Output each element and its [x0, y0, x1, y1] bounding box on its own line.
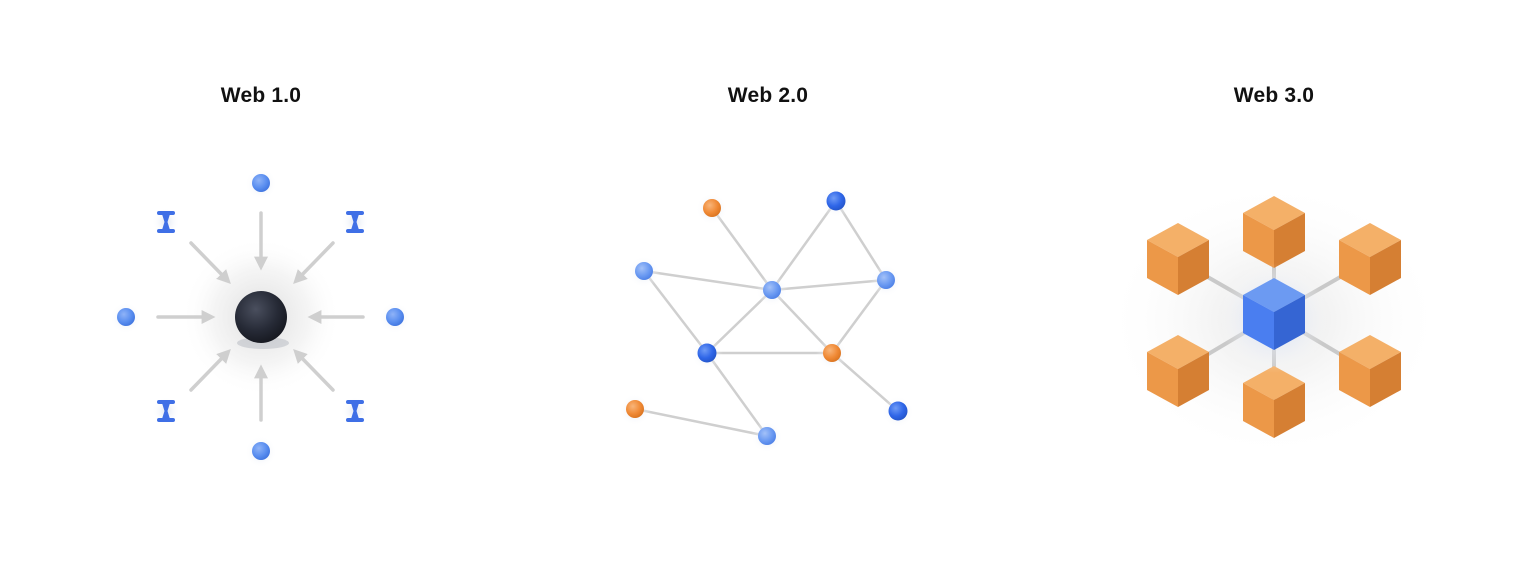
web1-client-pins [152, 208, 369, 425]
node-orange-bottom-left [619, 394, 651, 426]
client-sphere-left [110, 302, 142, 334]
node-blue-bottom-right [882, 396, 914, 428]
arrow-bottom-right [293, 348, 335, 392]
node-blue-left [628, 256, 660, 288]
client-pin-bottom-right [341, 397, 369, 425]
client-sphere-top [245, 168, 277, 200]
web2-panel: Web 2.0 [512, 0, 1024, 563]
web1-title: Web 1.0 [220, 84, 302, 107]
client-pin-bottom-left [152, 397, 180, 425]
node-blue-mid-left [691, 338, 723, 370]
web3-diagram [1104, 180, 1444, 460]
web2-nodes [619, 186, 914, 453]
web3-title: Web 3.0 [1233, 84, 1315, 107]
arrow-bottom-left [189, 348, 231, 392]
web2-title: Web 2.0 [727, 84, 809, 107]
node-blue-center [756, 275, 788, 307]
node-blue-bottom [751, 421, 783, 453]
client-sphere-bottom [245, 436, 277, 468]
arrow-top-left [189, 241, 231, 285]
client-sphere-right [379, 302, 411, 334]
web1-server-hub [235, 291, 287, 343]
web1-diagram [110, 168, 411, 468]
web3-panel: Web 3.0 [1018, 0, 1530, 563]
client-pin-top-right [341, 208, 369, 236]
node-orange-mid [816, 338, 848, 370]
node-blue-right [870, 265, 902, 297]
node-orange-top [696, 193, 728, 225]
web2-connectors [633, 199, 900, 438]
arrow-top-right [293, 241, 335, 285]
web1-client-spheres [110, 168, 411, 468]
client-pin-top-left [152, 208, 180, 236]
web1-panel: Web 1.0 [5, 0, 517, 563]
web1-arrows [156, 211, 365, 422]
node-blue-top-right [820, 186, 852, 218]
web2-diagram [619, 186, 914, 453]
